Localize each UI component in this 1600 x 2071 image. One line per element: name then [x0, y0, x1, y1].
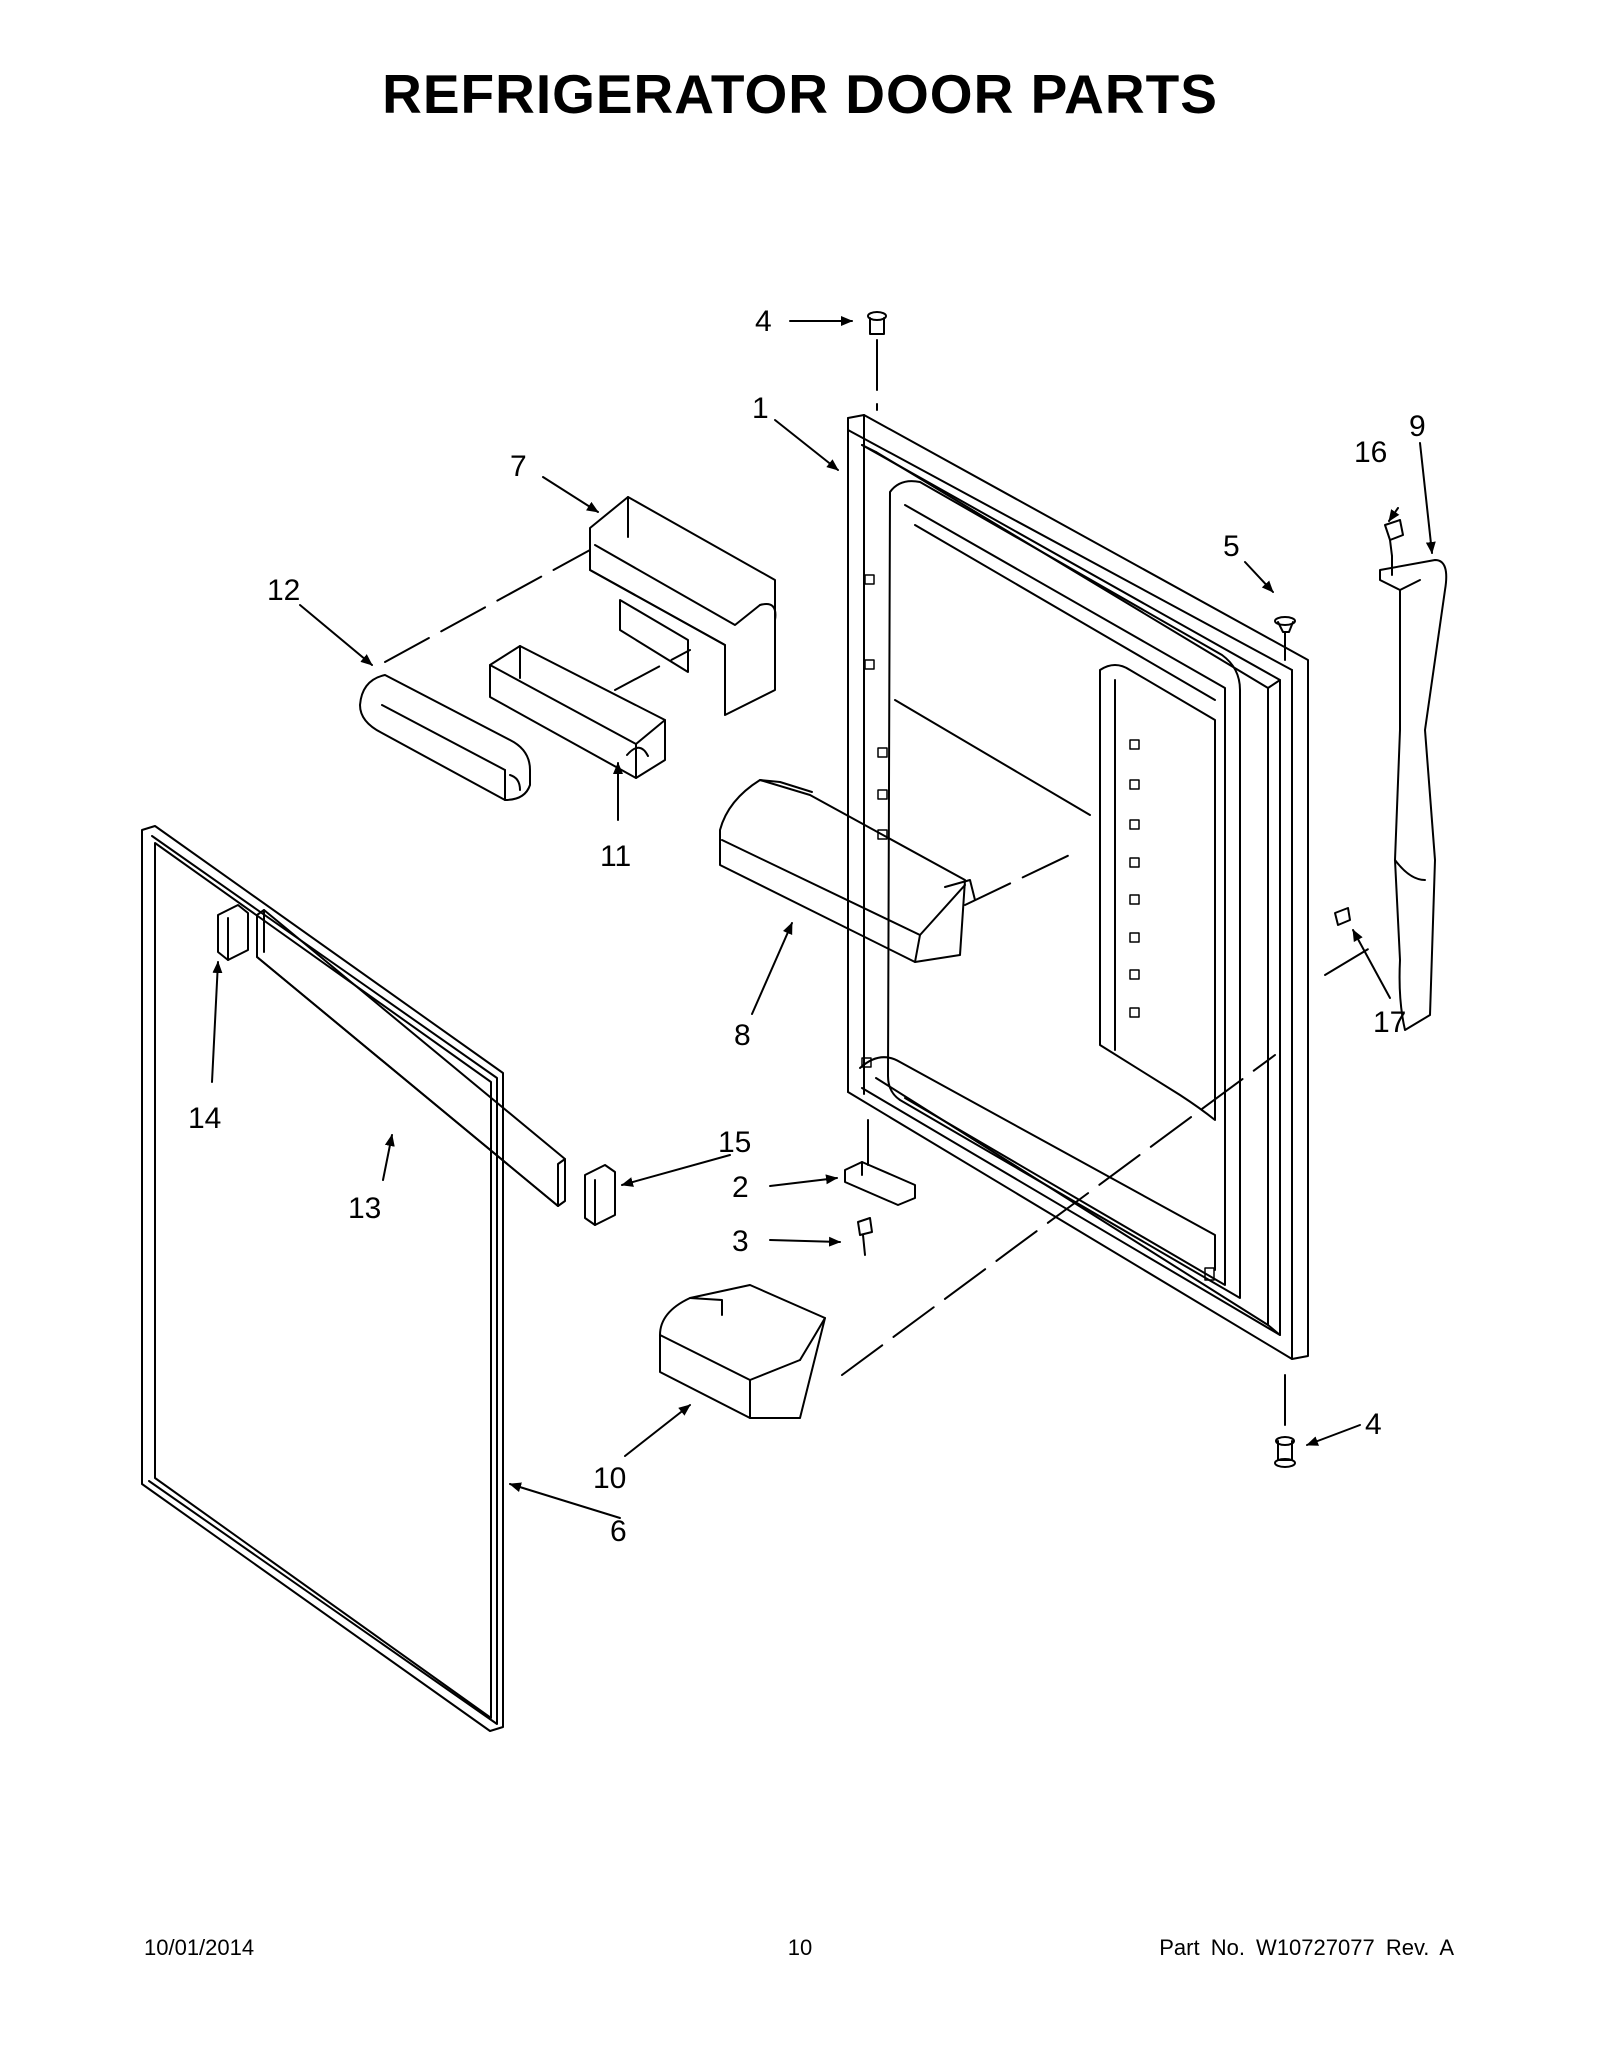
callout-13: 13 — [348, 1192, 381, 1225]
door-gasket-part — [141, 825, 504, 1732]
callout-2: 2 — [732, 1171, 749, 1204]
footer-page-number: 10 — [787, 1935, 813, 1960]
callout-11: 11 — [600, 840, 631, 873]
door-bin-part — [719, 779, 976, 963]
alignment-lines — [384, 339, 1393, 1439]
callout-12: 12 — [267, 574, 300, 607]
dairy-bin-part — [489, 645, 666, 779]
bottom-hinge-part — [844, 1161, 916, 1206]
handle-screw-part — [1384, 519, 1404, 557]
hinge-pin-bottom-part — [1274, 1436, 1296, 1468]
hinge-pin-top-part — [867, 311, 887, 335]
footer-date: 10/01/2014 — [144, 1935, 255, 1960]
left-end-cap-part — [217, 904, 249, 961]
callout-15: 15 — [718, 1126, 751, 1159]
callout-17: 17 — [1373, 1006, 1406, 1039]
callout-6: 6 — [610, 1515, 627, 1548]
callout-14: 14 — [188, 1102, 221, 1135]
handle-plug-part — [1334, 907, 1351, 926]
callout-4-top: 4 — [755, 305, 772, 338]
hinge-screw-part — [857, 1217, 873, 1256]
callout-4-bottom: 4 — [1365, 1408, 1382, 1441]
callout-7: 7 — [510, 450, 527, 483]
callout-9: 9 — [1409, 410, 1426, 443]
page-title: REFRIGERATOR DOOR PARTS — [382, 63, 1218, 125]
door-shelf-part — [589, 496, 777, 716]
callout-16: 16 — [1354, 436, 1387, 469]
callout-1: 1 — [752, 392, 769, 425]
callout-10: 10 — [593, 1462, 626, 1495]
lower-door-bin-part — [659, 1284, 826, 1419]
door-assembly-part — [847, 414, 1309, 1360]
hinge-cap-part — [1274, 616, 1296, 633]
trim-strip-part — [256, 909, 566, 1207]
bin-cover-part — [359, 674, 531, 801]
right-end-cap-part — [584, 1164, 616, 1226]
callout-8: 8 — [734, 1019, 751, 1052]
callout-leaders — [211, 316, 1436, 1519]
door-handle-part — [1379, 559, 1448, 1031]
callout-labels: 4 1 7 12 5 16 9 11 8 17 14 13 15 2 3 10 … — [188, 305, 1426, 1548]
callout-5: 5 — [1223, 530, 1240, 563]
callout-3: 3 — [732, 1225, 749, 1258]
footer-part-number: Part No. W10727077 Rev. A — [1159, 1935, 1454, 1960]
